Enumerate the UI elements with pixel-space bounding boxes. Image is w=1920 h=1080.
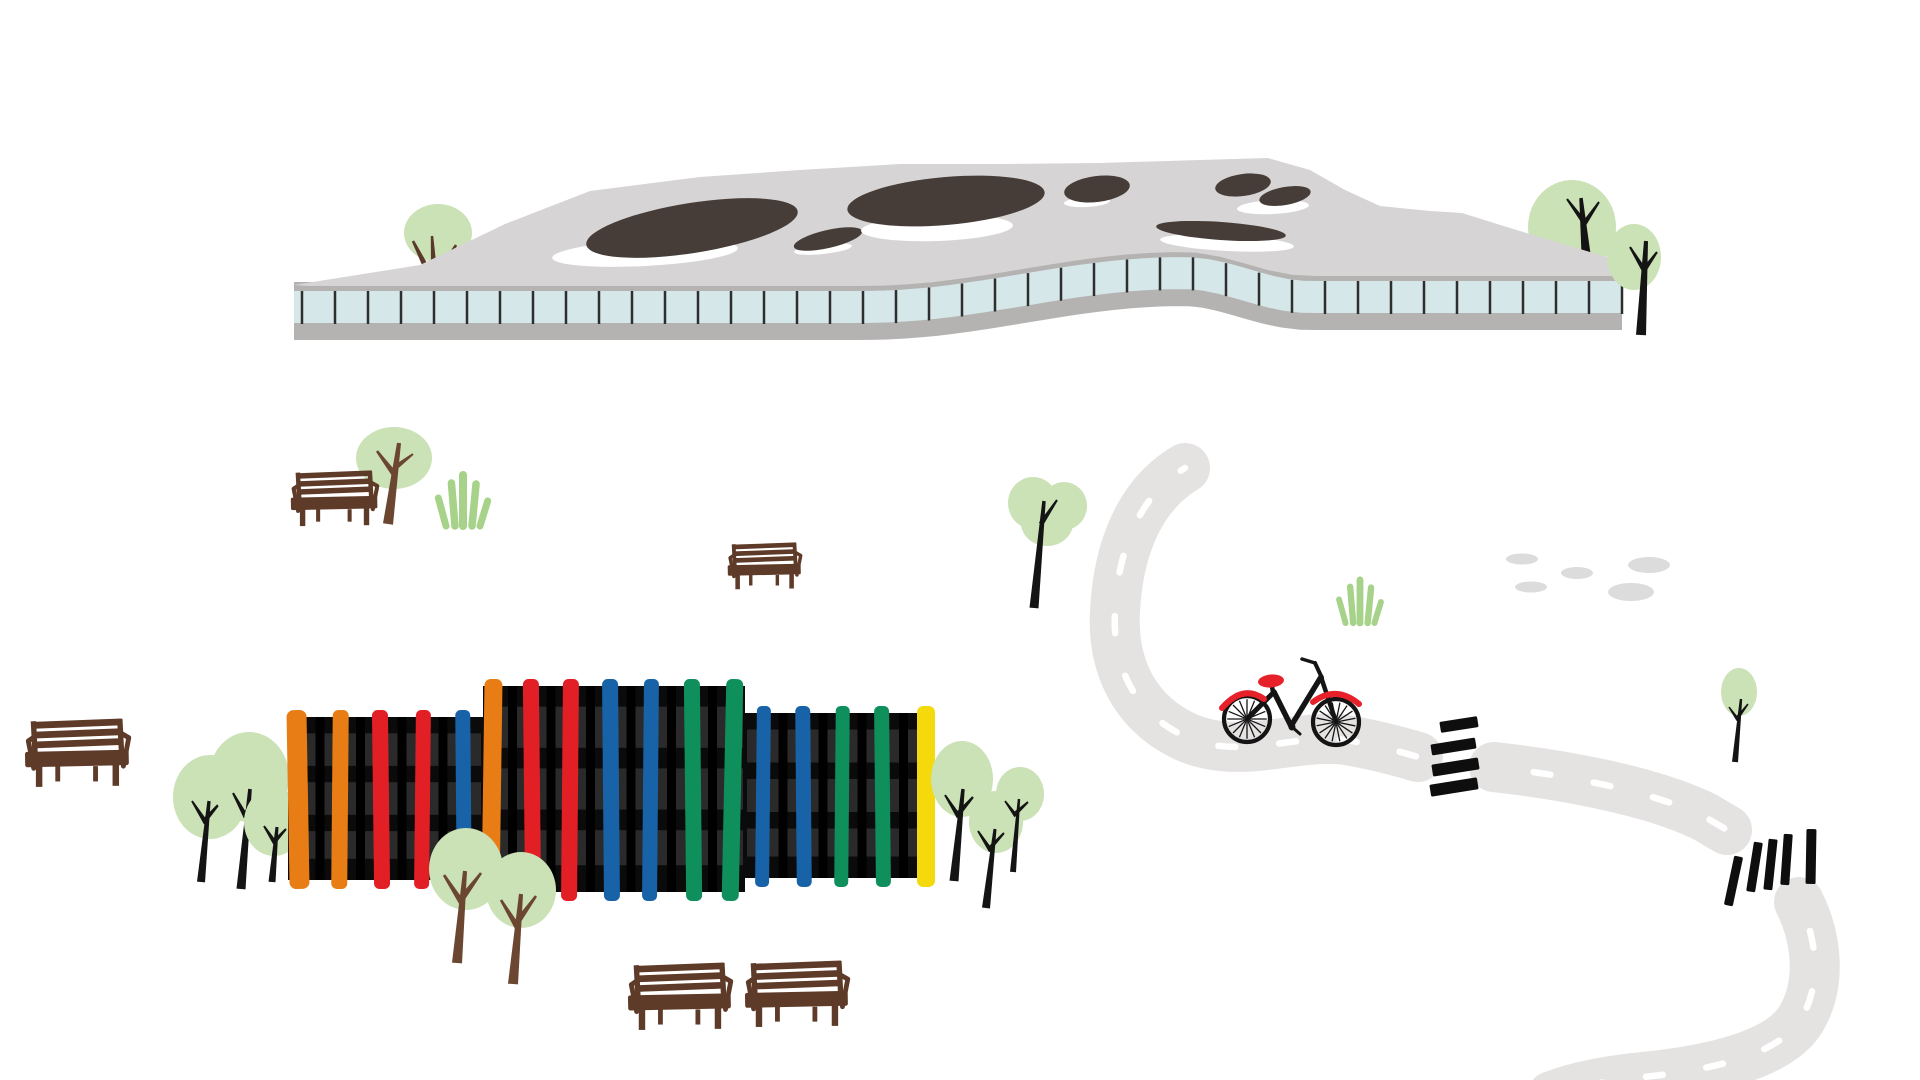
tree-right-building-1: [931, 741, 993, 882]
crosswalk-vertical-bars: [1724, 828, 1817, 907]
bike-path: [1089, 443, 1840, 1080]
bench-back: [33, 718, 123, 749]
road-segment-3: [1533, 877, 1840, 1080]
road-center-dashes-2: [1490, 763, 1731, 834]
window-mullion: [778, 713, 788, 878]
crosswalk-horizontal-bars: [1429, 716, 1480, 797]
bench-far-left: [24, 718, 132, 787]
facade-stripe-red: [522, 678, 542, 902]
window-mullion: [438, 717, 448, 880]
tree-crosswalk: [1721, 668, 1757, 763]
tree-bridge-right-front: [1607, 224, 1661, 336]
bike-frame-tube: [1313, 661, 1324, 680]
bench-back: [297, 470, 373, 495]
facade-stripe-yellow: [917, 706, 935, 887]
window-mullion: [708, 686, 717, 892]
bike-crank: [1288, 723, 1296, 731]
bike-frame-tube: [1244, 689, 1277, 722]
window-mullion: [356, 717, 365, 880]
tree-right-building-3: [996, 767, 1044, 873]
bridge-deck-cutouts: [552, 173, 1311, 267]
bike-frame-tube: [1271, 689, 1294, 729]
trees-front: [429, 224, 1757, 985]
bridge-railing-posts: [300, 257, 1624, 324]
road-segment-1: [1089, 443, 1443, 782]
building-block-left: [286, 709, 483, 890]
facade-stripe-blue: [642, 678, 659, 902]
window-mullion: [586, 686, 595, 892]
window-mullion: [315, 717, 325, 880]
bicycle: [1219, 657, 1362, 748]
window-mullion: [899, 713, 908, 878]
window-mullion: [818, 713, 828, 878]
bike-saddle: [1258, 674, 1284, 688]
road-segment-2: [1469, 742, 1752, 855]
bike-frame-tube: [1318, 674, 1339, 725]
grass-tuft-road: [1336, 576, 1384, 627]
bike-frame-tube: [1300, 657, 1317, 665]
bike-frame-tube: [1288, 674, 1324, 729]
bench-upper-left: [290, 470, 380, 527]
tree-road-top: [1008, 477, 1087, 609]
facade-stripe-green: [721, 678, 744, 902]
window-mullion: [857, 713, 867, 878]
bench-middle: [727, 542, 803, 590]
window-mullion: [508, 686, 517, 892]
building-block-right: [745, 705, 935, 888]
facade-stripe-blue: [755, 705, 771, 888]
bench-back: [636, 962, 725, 992]
tree-under-building-1: [429, 828, 503, 964]
facade-stripe-orange: [286, 709, 310, 890]
bench-back: [733, 542, 797, 563]
facade-stripe-red: [561, 678, 579, 902]
footbridge: [294, 158, 1628, 340]
window-mullion: [546, 686, 556, 892]
bench-bottom-right: [744, 960, 851, 1027]
grass-tufts: [434, 471, 1384, 627]
grass-tuft-bench: [434, 471, 492, 530]
window-mullion: [626, 686, 636, 892]
facade-stripe-blue: [602, 678, 620, 902]
striped-building: [286, 678, 935, 902]
bridge-railing-glass: [294, 257, 1622, 323]
facade-stripe-green: [834, 705, 850, 888]
tree-bench: [356, 427, 432, 525]
facade-stripe-green: [874, 705, 891, 888]
facade-stripe-blue: [795, 705, 812, 888]
window-mullion: [397, 717, 407, 880]
bike-wheel-front: [1310, 696, 1362, 748]
facade-stripe-orange: [331, 709, 349, 890]
tree-under-building-2: [486, 852, 556, 985]
bike-fender-rear: [1219, 690, 1267, 711]
bench-back: [753, 960, 842, 990]
stepping-stones: [1506, 553, 1670, 601]
window-mullion: [667, 686, 676, 892]
bike-fender-front: [1310, 691, 1362, 707]
facade-stripe-red: [371, 709, 391, 890]
benches: [24, 470, 851, 1030]
bench-bottom-left: [627, 962, 734, 1030]
facade-stripe-red: [414, 709, 431, 890]
facade-stripe-green: [683, 678, 703, 902]
